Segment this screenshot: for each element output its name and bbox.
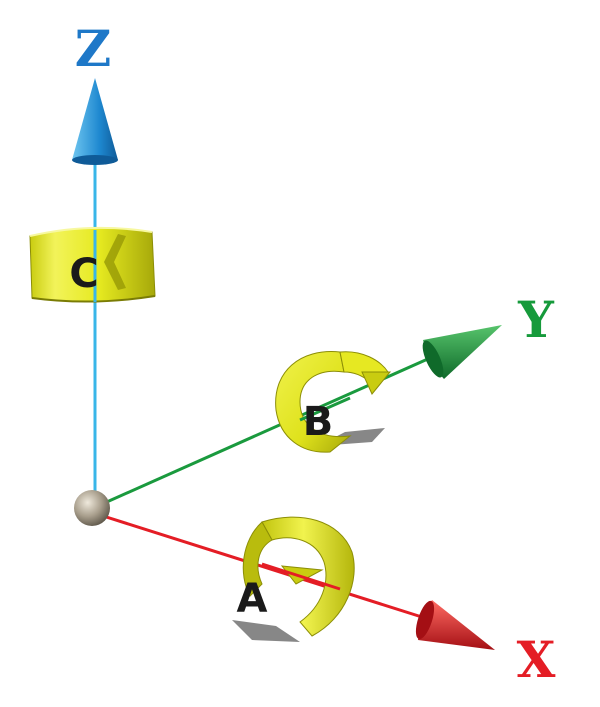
rotation-b-label: B: [303, 399, 334, 445]
y-axis-label: Y: [517, 290, 555, 349]
x-arrowhead: [418, 600, 495, 650]
x-axis: [99, 513, 495, 650]
rotation-c-band: [29, 226, 156, 303]
x-axis-line: [99, 513, 426, 620]
z-axis: [72, 78, 118, 505]
y-arrowhead: [423, 325, 502, 379]
rotation-a-band: [232, 516, 355, 642]
z-arrowhead: [72, 78, 118, 164]
rotation-a-label: A: [237, 576, 268, 622]
z-axis-label: Z: [75, 19, 112, 78]
rotation-c-label: C: [69, 251, 98, 297]
x-axis-label: X: [517, 630, 556, 689]
origin-sphere: [74, 490, 110, 526]
rotation-b-band: [275, 351, 392, 453]
